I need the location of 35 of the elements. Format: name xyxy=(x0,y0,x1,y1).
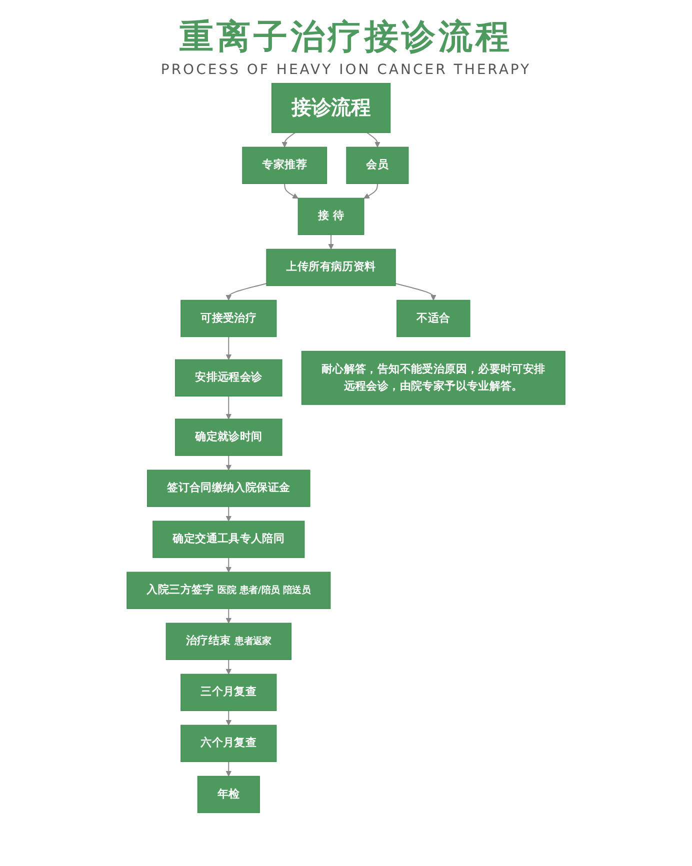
arrow xyxy=(395,283,436,300)
node-box: 年检 xyxy=(197,776,260,814)
arrow xyxy=(282,132,296,148)
arrow xyxy=(226,761,232,776)
arrow xyxy=(226,455,232,470)
arrow xyxy=(284,183,298,199)
arrow xyxy=(226,710,232,726)
node-box: 三个月复查 xyxy=(180,674,277,712)
arrow xyxy=(226,283,267,300)
arrow xyxy=(226,506,232,522)
arrow xyxy=(364,183,378,199)
node-box: 治疗结束 患者返家 xyxy=(166,622,292,660)
arrow xyxy=(328,234,334,250)
arrow xyxy=(226,336,232,360)
node-box: 专家推荐 xyxy=(242,146,328,184)
node-box: 确定交通工具专人陪同 xyxy=(152,520,305,558)
node-box: 入院三方签字 医院 患者/陪员 陪送员 xyxy=(126,572,331,609)
arrow xyxy=(226,396,232,420)
node-box: 确定就诊时间 xyxy=(174,418,282,456)
node-box: 上传所有病历资料 xyxy=(266,248,396,286)
node-box: 安排远程会诊 xyxy=(174,359,282,396)
arrow xyxy=(226,557,232,572)
subtitle: PROCESS OF HEAVY ION CANCER THERAPY xyxy=(160,62,532,78)
node-box: 不适合 xyxy=(396,300,470,338)
node-box: 接 待 xyxy=(298,198,364,236)
diagram-title: 重离子治疗接诊流程 xyxy=(178,16,514,59)
node-box: 六个月复查 xyxy=(180,724,277,762)
node-box: 可接受治疗 xyxy=(180,300,277,338)
arrow xyxy=(226,608,232,624)
arrow xyxy=(366,132,380,148)
node-box: 会员 xyxy=(346,146,409,184)
arrow xyxy=(226,659,232,674)
node-box: 耐心解答，告知不能受治原因，必要时可安排远程会诊，由院专家予以专业解答。 xyxy=(301,350,566,405)
node-box: 签订合同缴纳入院保证金 xyxy=(147,470,310,507)
node-box: 接诊流程 xyxy=(271,82,391,133)
